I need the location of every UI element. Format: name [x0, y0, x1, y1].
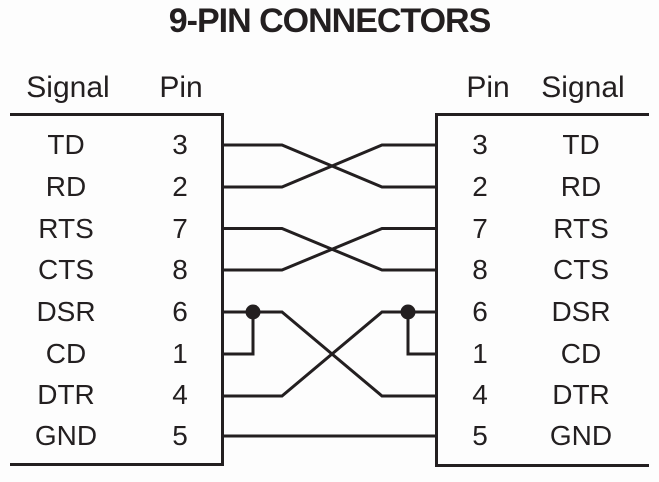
- left-signal-label-rd: RD: [45, 171, 87, 202]
- left-pin-number-td: 3: [172, 129, 188, 160]
- left-signal-label-dsr: DSR: [36, 296, 96, 327]
- right-pin-number-dtr: 4: [472, 379, 488, 410]
- left-pin-number-rts: 7: [172, 212, 188, 244]
- right-signal-label-rd: RD: [560, 171, 602, 202]
- left-signal-label-rts: RTS: [38, 212, 94, 244]
- left-header-pin: Pin: [159, 71, 203, 104]
- left-signal-label-gnd: GND: [34, 420, 98, 451]
- left-pin-number-rd: 2: [172, 171, 188, 202]
- right-pin-number-rts: 7: [472, 212, 488, 244]
- wire-left-rd-to-right-td: [221, 143, 438, 189]
- right-pin-number-td: 3: [472, 129, 488, 160]
- right-pin-number-rd: 2: [472, 171, 488, 202]
- right-signal-label-cts: CTS: [553, 254, 609, 285]
- junction-dot-right: [400, 304, 416, 320]
- right-signal-label-cd: CD: [560, 337, 602, 369]
- right-header-signal: Signal: [541, 71, 625, 104]
- jumper-right-dsr-cd: [406, 312, 438, 356]
- left-signal-label-td: TD: [47, 129, 85, 160]
- right-signal-label-rts: RTS: [553, 212, 609, 244]
- left-pin-number-dtr: 4: [172, 379, 188, 410]
- right-signal-label-dsr: DSR: [551, 296, 611, 327]
- right-pin-number-gnd: 5: [472, 420, 488, 451]
- left-header-signal: Signal: [26, 71, 110, 104]
- left-pin-number-cts: 8: [172, 254, 188, 285]
- diagram-title: 9-PIN CONNECTORS: [168, 2, 492, 40]
- left-connector-outline: [10, 113, 224, 466]
- jumper-left-dsr-cd: [221, 312, 255, 356]
- left-pin-number-gnd: 5: [172, 420, 188, 451]
- right-header-pin: Pin: [466, 71, 510, 104]
- right-signal-label-td: TD: [562, 129, 600, 160]
- right-signal-label-gnd: GND: [549, 420, 613, 451]
- junction-dot-left: [245, 304, 261, 320]
- left-signal-label-cts: CTS: [38, 254, 94, 285]
- right-signal-label-dtr: DTR: [552, 379, 610, 410]
- right-pin-number-cd: 1: [472, 337, 488, 369]
- right-pin-number-cts: 8: [472, 254, 488, 285]
- right-connector-outline: [435, 113, 649, 467]
- left-signal-label-dtr: DTR: [37, 379, 95, 410]
- left-pin-number-dsr: 6: [172, 296, 188, 327]
- left-signal-label-cd: CD: [45, 337, 87, 369]
- right-pin-number-dsr: 6: [472, 296, 488, 327]
- left-pin-number-cd: 1: [172, 337, 188, 369]
- wire-left-cts-to-right-rts: [221, 227, 438, 272]
